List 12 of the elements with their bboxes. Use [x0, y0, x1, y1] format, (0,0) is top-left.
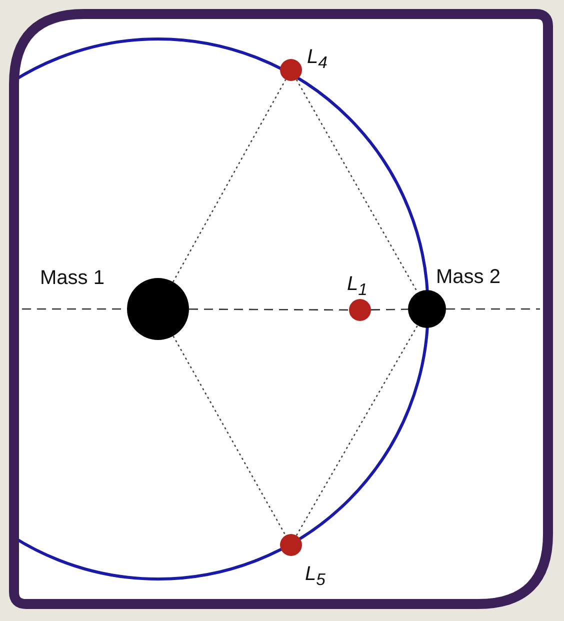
mass-label: Mass 1 — [40, 268, 104, 288]
point-label: L$_{4}$ — [307, 47, 328, 72]
point-label: L$_{5}$ — [305, 564, 326, 589]
mass-label: Mass 2 — [436, 267, 500, 287]
dashed-line — [371, 308, 408, 310]
point-label: L$_{1}$ — [347, 274, 368, 299]
dashed-line — [189, 308, 349, 311]
dashed-line — [446, 308, 540, 310]
dashed-line — [172, 79, 286, 282]
dashed-line — [296, 79, 418, 293]
dashed-line — [296, 325, 418, 536]
dashed-line — [172, 336, 286, 536]
